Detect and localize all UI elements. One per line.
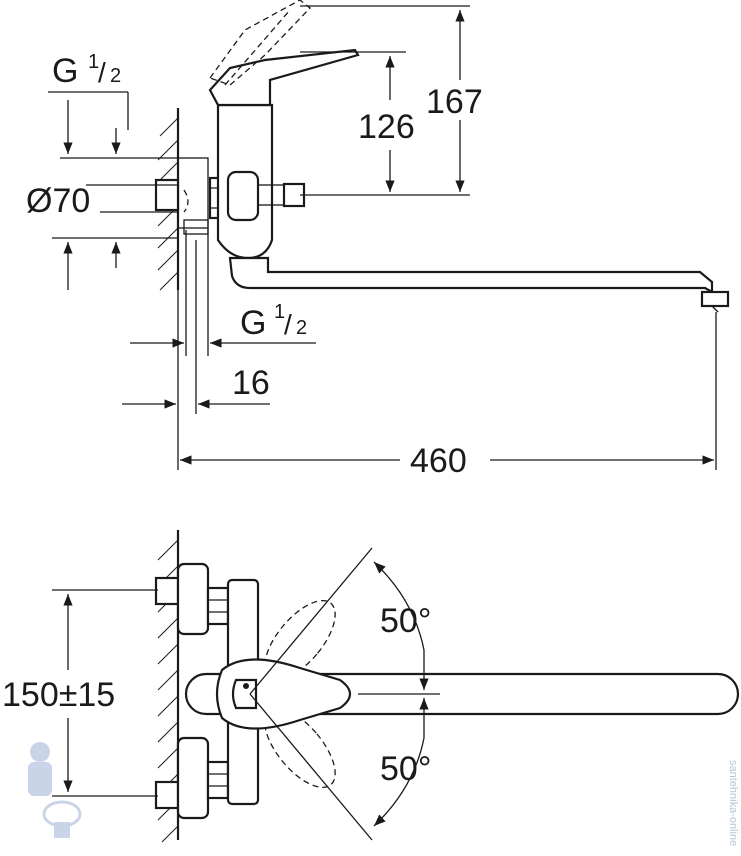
dim-150: 150±15	[2, 589, 158, 797]
lower-connector	[154, 736, 230, 820]
label-126: 126	[358, 108, 415, 146]
watermark-text: santehnika-online	[727, 760, 739, 846]
side-view: G 1 / 2 Ø70 126	[26, 0, 730, 480]
dim-diameter-70: Ø70	[26, 182, 178, 290]
eccentric-connector	[154, 157, 209, 235]
watermark-logo: santehnika-online	[28, 742, 739, 846]
label-g-bottom: G	[240, 304, 266, 342]
top-down-view: 150±15 50° 50°	[2, 530, 740, 843]
label-16: 16	[232, 364, 270, 402]
label-g-top: G	[52, 52, 78, 90]
label-diameter: Ø70	[26, 182, 90, 220]
dim-g-half-bottom: G 1 / 2	[130, 230, 316, 356]
label-g-bottom-num: 1	[274, 301, 285, 323]
fraction-slash-top: /	[98, 57, 106, 88]
dim-g-half-top: G 1 / 2	[48, 51, 178, 159]
label-angle-bottom: 50°	[380, 750, 431, 788]
mixer-body	[216, 103, 306, 260]
lever-handle-raised-dashed	[208, 0, 311, 86]
dim-heights: 126 167	[300, 5, 483, 196]
label-g-top-den: 2	[110, 65, 121, 87]
angle-dims: 50° 50°	[249, 547, 440, 841]
handle-top	[215, 658, 352, 730]
upper-connector	[154, 562, 230, 636]
label-g-top-num: 1	[88, 51, 99, 73]
lever-handle	[208, 48, 360, 107]
dim-460: 460	[180, 312, 717, 480]
label-g-bottom-den: 2	[296, 317, 307, 339]
dim-16: 16	[122, 240, 270, 470]
label-angle-top: 50°	[380, 602, 431, 640]
label-150: 150±15	[2, 676, 115, 714]
spout	[228, 256, 730, 313]
fraction-slash-bottom: /	[284, 309, 292, 340]
label-460: 460	[410, 442, 467, 480]
label-167: 167	[426, 83, 483, 121]
